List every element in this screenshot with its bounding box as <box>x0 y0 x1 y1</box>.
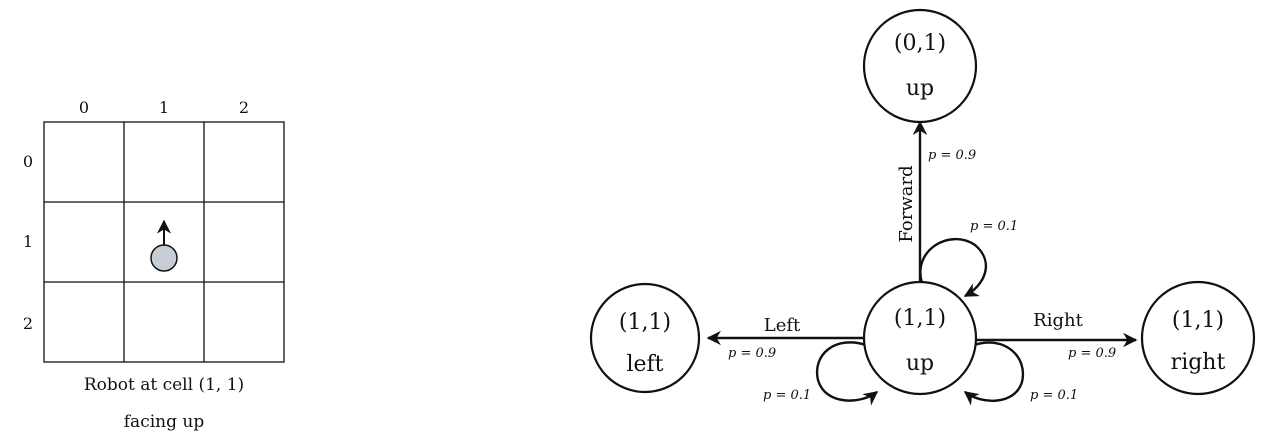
left-p-success: p = 0.9 <box>728 346 776 361</box>
row-label-0: 0 <box>23 152 33 171</box>
state-node-top: (0,1) up <box>862 8 978 124</box>
state-left-position: (1,1) <box>619 310 671 335</box>
forward-p-success: p = 0.9 <box>928 148 976 163</box>
col-label-0: 0 <box>79 98 89 117</box>
right-self-loop <box>963 341 1025 406</box>
robot <box>150 219 178 272</box>
grid-lines <box>43 121 285 363</box>
state-left-direction: left <box>626 352 663 377</box>
state-node-right: (1,1) right <box>1140 280 1256 396</box>
state-top-direction: up <box>906 76 934 101</box>
left-label: Left <box>764 315 801 336</box>
right-label: Right <box>1033 310 1083 331</box>
robot-icon <box>150 244 178 272</box>
state-node-left: (1,1) left <box>589 282 701 394</box>
state-right-direction: right <box>1171 350 1226 375</box>
grid-world: 0 1 2 0 1 2 Robot at cell (1, 1) facing … <box>23 98 285 432</box>
grid-caption-line1: Robot at cell (1, 1) <box>84 375 244 395</box>
forward-self-loop <box>919 238 987 298</box>
state-center-position: (1,1) <box>894 306 946 331</box>
state-top-position: (0,1) <box>894 31 946 56</box>
row-label-1: 1 <box>23 232 33 251</box>
forward-p-stay: p = 0.1 <box>970 219 1018 234</box>
state-node-center: (1,1) up <box>862 280 978 396</box>
grid-caption-line2: facing up <box>124 412 205 432</box>
left-p-stay: p = 0.1 <box>763 388 811 403</box>
state-center-direction: up <box>906 351 934 376</box>
transition-diagram: Forward p = 0.9 p = 0.1 Left p = 0.9 p =… <box>589 8 1256 406</box>
left-self-loop <box>815 341 879 406</box>
row-label-2: 2 <box>23 314 33 333</box>
right-p-success: p = 0.9 <box>1068 346 1116 361</box>
right-p-stay: p = 0.1 <box>1030 388 1078 403</box>
forward-label: Forward <box>896 165 917 242</box>
col-label-1: 1 <box>159 98 169 117</box>
col-label-2: 2 <box>239 98 249 117</box>
state-right-position: (1,1) <box>1172 308 1224 333</box>
